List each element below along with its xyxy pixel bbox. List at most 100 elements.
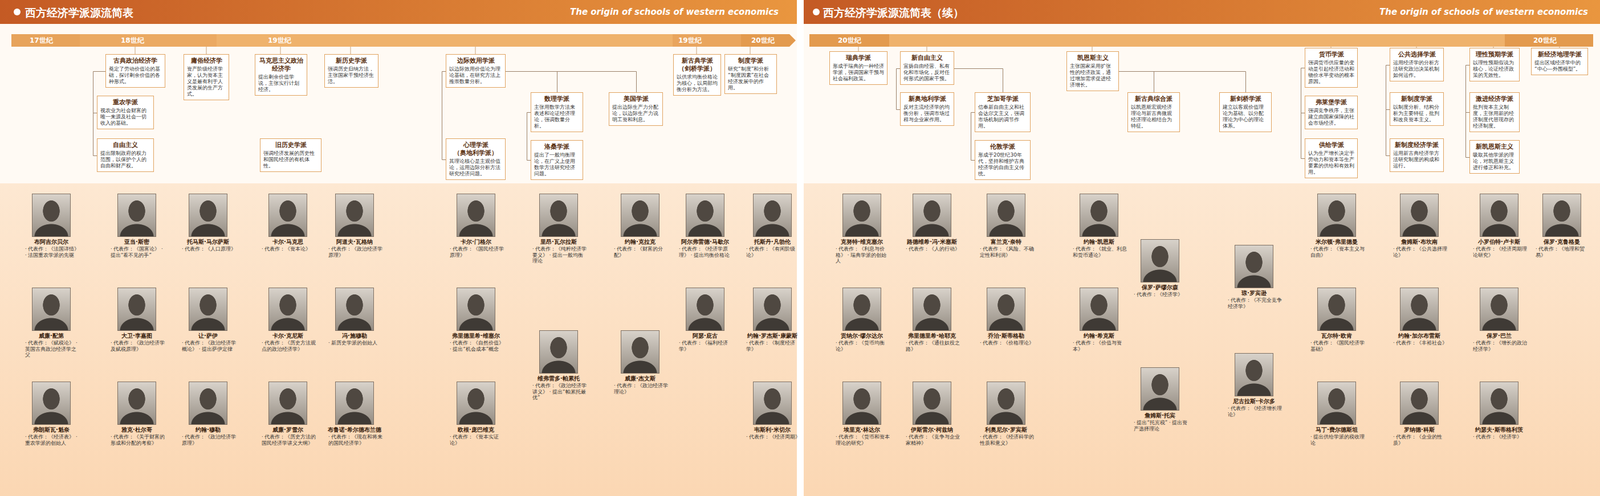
economist-name: 贡纳尔·缪尔达尔	[833, 332, 891, 340]
economist-card: 阿瑟·庇古· 代表作：《福利经济学》	[676, 287, 734, 353]
economist-description: · 代表作：《制度经济学》	[743, 340, 801, 353]
economist-card: 约翰·克拉克· 代表作：《财富的分配》	[611, 193, 669, 259]
school-box: 新历史学派强调历史归纳方法，主张国家干预经济生活。	[324, 54, 379, 88]
portrait-photo	[117, 381, 157, 426]
school-description: 运用经济学的分析方法研究政治决策机制如何运作。	[1393, 59, 1441, 79]
economist-description: · 代表作：《自然价值》 · 提出“机会成本”概念	[447, 340, 505, 353]
economist-name: 伊斯雷尔·柯兹纳	[903, 426, 961, 434]
school-description: 以凯恩斯宏观经济理论与新古典微观经济理论相结合为特征。	[1130, 104, 1177, 130]
economist-name: 布阿吉尔贝尔	[22, 238, 80, 246]
school-box: 马克思主义政治经济学提出剩余价值学说，主张实行计划经济。	[254, 54, 308, 96]
portrait-photo	[1399, 287, 1439, 332]
economist-name: 小罗伯特·卢卡斯	[1470, 238, 1528, 246]
economist-name: 阿尔弗雷德·马歇尔	[676, 238, 734, 246]
economist-name: 卡尔·克尼斯	[259, 332, 317, 340]
school-description: 提出剩余价值学说，主张实行计划经济。	[258, 74, 304, 93]
economist-name: 大卫·李嘉图	[108, 332, 166, 340]
economist-card: 维弗雷多·帕累托· 代表作：《政治经济学讲义》 · 提出“帕累托最优”	[530, 330, 588, 402]
portrait-photo	[842, 287, 882, 332]
school-name: 马克思主义政治经济学	[258, 57, 304, 73]
school-description: 形成于瑞典的一种经济学派，强调国家干预与社会福利政策。	[832, 63, 885, 83]
portrait-photo	[268, 193, 308, 238]
header-label: The origin of schools of western economi…	[1379, 6, 1589, 18]
economist-description: · 代表作：《经济增长理论》	[1225, 405, 1283, 418]
school-description: 强调经济发展的历史性和国民经济的有机体性。	[263, 150, 319, 170]
economist-name: 路德维希·冯·米塞斯	[903, 238, 961, 246]
economist-card: 卡尔·门格尔· 代表作：《国民经济学原理》	[447, 193, 505, 259]
economist-description: · 代表作：《利息与价格》 · 瑞典学派的创始人	[833, 246, 891, 265]
economist-card: 琼·罗宾逊· 代表作：《不完全竞争经济学》	[1225, 245, 1283, 310]
economist-card: 阿道夫·瓦格纳· 代表作：《政治经济学原理》	[326, 193, 384, 259]
economist-name: 欧根·庞巴维克	[447, 426, 505, 434]
economist-name: 詹姆斯·托宾	[1131, 412, 1189, 420]
economist-name: 威廉·配第	[22, 332, 80, 340]
economist-description: · 代表作：《国民经济学基础》	[1308, 340, 1366, 353]
school-name: 激进经济学派	[1472, 95, 1517, 104]
portrait-photo	[1079, 287, 1119, 332]
economist-card: 弗里德里希·维塞尔· 代表作：《自然价值》 · 提出“机会成本”概念	[447, 287, 505, 353]
school-name: 旧历史学派	[263, 141, 319, 150]
economist-description: · 代表作：《人的行动》	[903, 246, 961, 253]
school-name: 新古典综合派	[1130, 95, 1177, 104]
portrait-photo	[539, 193, 578, 238]
school-description: 强调历史归纳方法，主张国家干预经济生活。	[327, 66, 376, 85]
portrait-photo	[912, 193, 952, 238]
school-description: 主张用数学方法来表述和论证经济理论，强调数量分析。	[534, 104, 580, 130]
portrait-photo	[620, 193, 660, 238]
economist-name: 约翰·希克斯	[1070, 332, 1128, 340]
portrait-photo	[117, 287, 157, 332]
school-box: 数理学派主张用数学方法来表述和论证经济理论，强调数量分析。	[530, 92, 584, 133]
portrait-photo	[685, 287, 725, 332]
school-description: 信奉新自由主义和社会达尔文主义，强调市场机制的调节作用。	[978, 104, 1028, 130]
header-label: 20世纪	[751, 35, 775, 46]
portrait-photo	[1079, 193, 1119, 238]
economist-card: 克努特·维克塞尔· 代表作：《利息与价格》 · 瑞典学派的创始人	[833, 193, 891, 265]
school-description: 反对主流经济学的均衡分析，强调市场过程与企业家作用。	[903, 104, 951, 124]
school-box: 美国学派提出边际生产力分配论，以边际生产力说明工资和利息。	[608, 92, 663, 126]
school-box: 新制度经济学派运用新古典经济学方法研究制度的构成和运行。	[1389, 138, 1444, 173]
economist-description: · 代表作：《经济学原理》 · 提出均衡价格论	[676, 246, 734, 259]
school-name: 弗莱堡学派	[1308, 98, 1355, 107]
economist-name: 威廉·杰文斯	[611, 375, 669, 383]
school-description: 强调竞争秩序，主张建立由国家保障的社会市场经济。	[1308, 107, 1355, 127]
portrait-photo	[986, 193, 1026, 238]
economist-name: 亚当·斯密	[108, 238, 166, 246]
school-box: 新古典综合派以凯恩斯宏观经济理论与新古典微观经济理论相结合为特征。	[1127, 92, 1180, 133]
economist-description: · 代表作：《关于财富的形成和分配的考察》	[108, 434, 166, 447]
portrait-photo	[842, 381, 882, 426]
economist-description: · 代表作：《人口原理》	[179, 246, 237, 253]
school-description: 运用新古典经济学方法研究制度的构成和运行。	[1393, 150, 1441, 170]
school-box: 新制度学派以制度分析、结构分析为主要特征，批判和改良资本主义。	[1389, 92, 1444, 126]
economist-card: 约翰·加尔布雷斯· 代表作：《丰裕社会》	[1390, 287, 1448, 347]
school-box: 凯恩斯主义主张国家采用扩张性的经济政策，通过增加需求促进经济增长。	[1066, 51, 1119, 92]
economist-card: 保罗·巴兰· 代表作：《增长的政治经济学》	[1470, 287, 1528, 353]
economist-name: 卡尔·门格尔	[447, 238, 505, 246]
portrait-photo	[31, 193, 71, 238]
portrait-photo	[335, 193, 374, 238]
economist-card: 韦斯利·米切尔· 代表作：《经济周期》	[743, 381, 801, 441]
economist-card: 布阿吉尔贝尔· 代表作：《法国详情》 · 法国重农学派的先驱	[22, 193, 80, 259]
economist-card: 约翰·穆勒· 代表作：《政治经济学原理》	[179, 381, 237, 447]
economist-name: 保罗·克鲁格曼	[1533, 238, 1591, 246]
economist-name: 韦斯利·米切尔	[743, 426, 801, 434]
economist-name: 托斯丹·凡勃伦	[743, 238, 801, 246]
school-box: 货币学派强调货币供应量的变动是引起经济活动和物价水平变动的根本原因。	[1304, 47, 1358, 88]
economist-card: 约翰·希克斯· 代表作：《价值与资本》	[1070, 287, 1128, 353]
economist-description: · 代表作：《赋税论》 · 英国古典政治经济学之父	[22, 340, 80, 359]
economist-description: · 代表作：《地理和贸易》	[1533, 246, 1591, 259]
economist-description: · 代表作：《历史方法观点的政治经济学》	[259, 340, 317, 353]
economist-card: 弗朗斯瓦·魁奈· 代表作：《经济表》 · 重农学派的创始人	[22, 381, 80, 447]
economist-name: 弗朗斯瓦·魁奈	[22, 426, 80, 434]
school-name: 自由主义	[100, 141, 151, 150]
connector-line	[505, 71, 637, 93]
portrait-photo	[539, 330, 578, 374]
school-name: 边际效用学派	[449, 57, 503, 65]
school-description: 形成于20世纪30年代，坚持和维护古典经济学的自由主义传统。	[978, 152, 1028, 178]
portrait-photo	[1542, 193, 1582, 238]
economist-card: 冯·施穆勒· 新历史学派的创始人	[326, 287, 384, 347]
portrait-photo	[268, 381, 308, 426]
portrait-photo	[1479, 287, 1519, 332]
school-name: 理性预期学派	[1472, 50, 1517, 59]
economist-name: 富兰克·奈特	[977, 238, 1035, 246]
header-label: 20世纪	[837, 35, 862, 46]
